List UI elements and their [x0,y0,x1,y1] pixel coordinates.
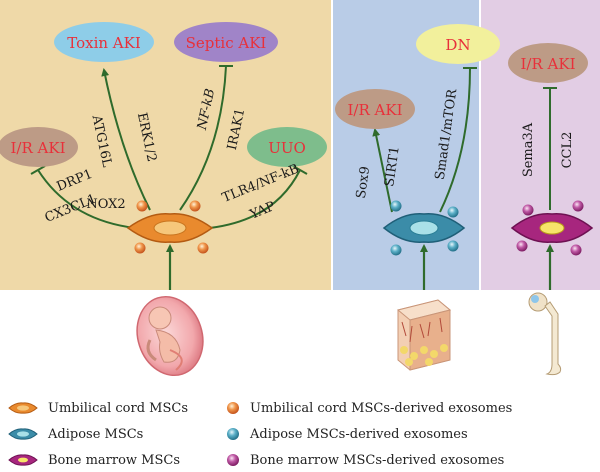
legend-bone-marrow-msc-text: Bone marrow MSCs [48,452,181,468]
adipose-tissue-icon [396,299,452,371]
inhibit-bar [30,165,46,175]
arrow-to-toxin-aki [101,68,151,211]
uc-exosome [189,200,201,212]
inhibit-to-ir-aki [37,169,136,229]
legend: Umbilical cord MSCs Adipose MSCs Bone ma… [0,388,600,472]
cell-nucleus [153,220,187,236]
adipose-msc-legend-icon [8,428,38,440]
legend-item-umbilical-exosome: Umbilical cord MSCs-derived exosomes [226,398,512,418]
target-uuo-label: UUO [268,139,306,157]
legend-bone-marrow-exosome-text: Bone marrow MSCs-derived exosomes [250,452,505,468]
legend-item-bone-marrow-msc: Bone marrow MSCs [8,450,180,470]
target-toxin-aki [54,22,154,62]
adipose-exosome [447,206,459,218]
legend-adipose-exosome-text: Adipose MSCs-derived exosomes [250,426,468,442]
arrow-to-ir-aki-adipose [372,128,393,213]
mediator-sox9: Sox9 [354,165,373,199]
legend-adipose-msc-text: Adipose MSCs [48,426,144,442]
legend-umbilical-exosome-text: Umbilical cord MSCs-derived exosomes [250,400,513,416]
adipose-exosome [447,240,459,252]
target-septic-aki [174,22,278,62]
target-ir-aki-label: I/R AKI [10,139,65,157]
target-ir-aki [0,127,78,167]
target-ir-aki-adipose-label: I/R AKI [347,101,402,119]
target-dn [416,24,500,64]
umbilical-msc-legend-icon [8,402,38,414]
target-toxin-aki-label: Toxin AKI [67,34,141,52]
mediator-sirt1: SIRT1 [382,145,402,187]
legend-item-umbilical-msc: Umbilical cord MSCs [8,398,188,418]
inhibit-to-septic-aki [179,65,227,211]
inhibit-to-uuo [209,169,301,229]
legend-item-adipose-msc: Adipose MSCs [8,424,143,444]
adipose-exosome [390,244,402,256]
target-uuo [247,127,327,167]
cell-nucleus [539,221,565,235]
bm-exosome [570,244,582,256]
uc-exosome [134,242,146,254]
bm-exosome [572,200,584,212]
mediator-nox2: NOX2 [86,197,125,212]
femur-bone-icon [528,292,562,376]
inhibit-to-dn [439,67,471,213]
umbilical-exosome-legend-icon [227,402,239,414]
bone-marrow-exosome-legend-icon [227,454,239,466]
mediator-sema3a: Sema3A [521,122,536,177]
target-ir-aki-bm-label: I/R AKI [520,55,575,73]
target-septic-aki-label: Septic AKI [186,34,267,52]
adipose-exosome [390,200,402,212]
uc-exosome [136,200,148,212]
bone-marrow-msc-legend-icon [8,454,38,466]
bm-exosome [522,204,534,216]
fetus-in-womb-icon [136,295,204,377]
uc-exosome [197,242,209,254]
mediator-ccl2: CCL2 [560,132,575,169]
target-ir-aki-bm [508,43,588,83]
inhibit-bar [292,165,308,175]
target-dn-label: DN [445,36,470,54]
cell-nucleus [409,220,439,236]
bm-exosome [516,240,528,252]
adipose-exosome-legend-icon [227,428,239,440]
target-ir-aki-adipose [335,89,415,129]
legend-umbilical-msc-text: Umbilical cord MSCs [48,400,189,416]
legend-item-bone-marrow-exosome: Bone marrow MSCs-derived exosomes [226,450,504,470]
legend-item-adipose-exosome: Adipose MSCs-derived exosomes [226,424,468,444]
